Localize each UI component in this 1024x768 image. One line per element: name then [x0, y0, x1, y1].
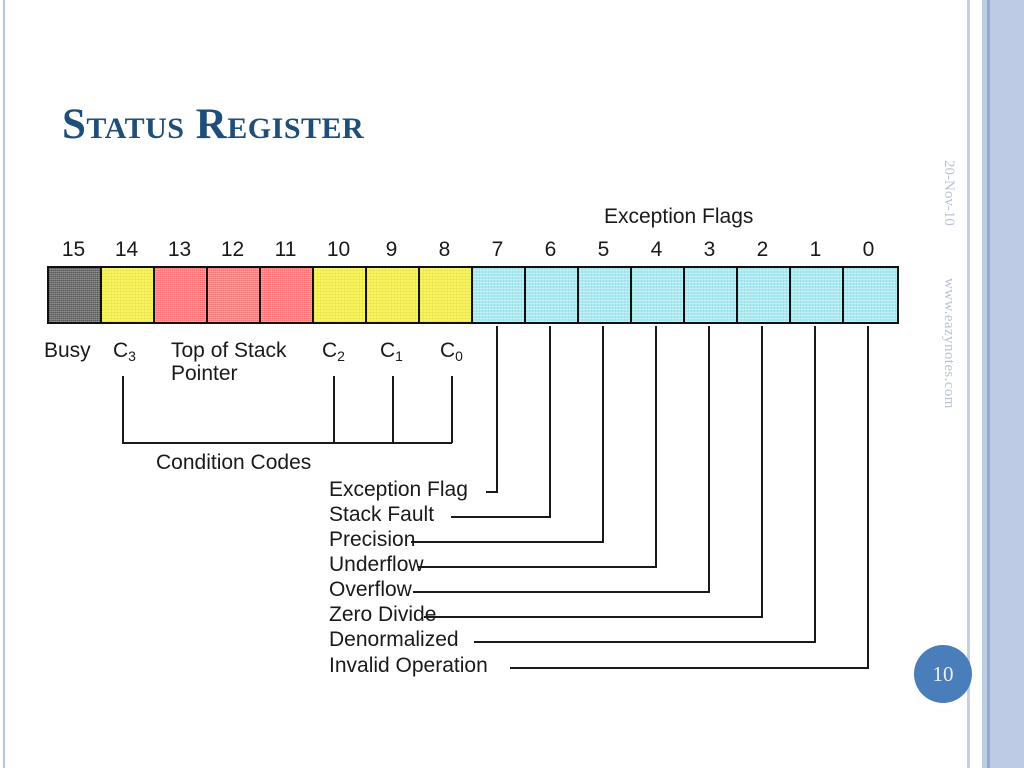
register-cell-bit-0	[844, 268, 897, 322]
right-edge-stripe-inner	[987, 0, 990, 768]
bit-number-14: 14	[114, 238, 139, 261]
bit-number-13: 13	[167, 238, 192, 261]
register-cell-bit-1	[791, 268, 844, 322]
right-edge-stripe-gap	[970, 0, 978, 768]
bit-number-4: 4	[650, 238, 663, 261]
bit-number-11: 11	[274, 238, 297, 261]
leader-line-bit-3	[413, 326, 711, 594]
exception-flag-label-bit-3: Overflow	[329, 578, 412, 601]
bit-number-8: 8	[438, 238, 451, 261]
field-label-c1: C1	[380, 339, 403, 364]
register-cell-bit-4	[632, 268, 685, 322]
bit-number-10: 10	[326, 238, 351, 261]
field-label-c3-text: C	[113, 339, 129, 362]
leader-line-bit-1	[474, 326, 817, 644]
exception-flags-header: Exception Flags	[604, 205, 754, 228]
exception-flag-label-bit-5: Precision	[329, 528, 416, 551]
exception-flag-label-bit-0: Invalid Operation	[329, 654, 488, 677]
field-label-c0: C0	[440, 339, 463, 364]
field-label-c3-subscript: 3	[128, 348, 136, 364]
register-cell-bit-8	[420, 268, 473, 322]
field-label-c2-text: C	[322, 339, 338, 362]
bit-number-6: 6	[544, 238, 557, 261]
bit-number-9: 9	[385, 238, 398, 261]
register-cell-bit-11	[261, 268, 314, 322]
register-cell-bit-14	[102, 268, 155, 322]
register-cell-bit-6	[526, 268, 579, 322]
field-label-c1-text: C	[380, 339, 396, 362]
bit-number-15: 15	[61, 238, 86, 261]
field-label-c0-text: C	[440, 339, 456, 362]
field-label-c2: C2	[322, 339, 345, 364]
status-register-bar	[47, 266, 899, 324]
exception-flag-label-bit-1: Denormalized	[329, 628, 459, 651]
leader-line-bit-2	[424, 326, 764, 619]
condition-codes-bracket	[121, 376, 452, 445]
bit-number-1: 1	[809, 238, 822, 261]
exception-flag-label-bit-7: Exception Flag	[329, 478, 468, 501]
register-cell-bit-9	[367, 268, 420, 322]
bit-number-5: 5	[597, 238, 610, 261]
left-edge-line	[3, 0, 5, 768]
field-label-c2-subscript: 2	[337, 348, 345, 364]
field-label-c0-subscript: 0	[455, 348, 463, 364]
leader-line-bit-5	[411, 326, 605, 544]
leader-line-bit-4	[418, 326, 658, 569]
top-of-stack-line1: Top of Stack	[171, 339, 287, 362]
page-number-badge: 10	[914, 645, 972, 703]
register-cell-bit-15	[49, 268, 102, 322]
leader-line-bit-0	[510, 326, 870, 670]
page-title: Status Register	[62, 101, 365, 148]
exception-flag-label-bit-6: Stack Fault	[329, 503, 435, 526]
register-cell-bit-2	[738, 268, 791, 322]
exception-flag-label-bit-4: Underflow	[329, 553, 424, 576]
bit-number-0: 0	[862, 238, 875, 261]
field-label-c1-subscript: 1	[395, 348, 403, 364]
bit-number-7: 7	[491, 238, 504, 261]
field-label-busy: Busy	[44, 339, 91, 362]
field-label-c3: C3	[113, 339, 136, 364]
leader-line-bit-6	[451, 326, 552, 519]
register-cell-bit-13	[155, 268, 208, 322]
condition-codes-label: Condition Codes	[156, 451, 312, 474]
bit-number-12: 12	[220, 238, 245, 261]
register-cell-bit-3	[685, 268, 738, 322]
register-cell-bit-5	[579, 268, 632, 322]
right-edge-stripe-thin	[967, 0, 970, 768]
register-cell-bit-7	[473, 268, 526, 322]
bit-number-2: 2	[756, 238, 769, 261]
register-cell-bit-10	[314, 268, 367, 322]
field-label-top-of-stack-pointer: Top of Stack Pointer	[171, 339, 287, 385]
bit-number-3: 3	[703, 238, 716, 261]
leader-line-bit-7	[486, 326, 499, 494]
exception-flag-label-bit-2: Zero Divide	[329, 603, 437, 626]
top-of-stack-line2: Pointer	[171, 361, 238, 385]
register-cell-bit-12	[208, 268, 261, 322]
